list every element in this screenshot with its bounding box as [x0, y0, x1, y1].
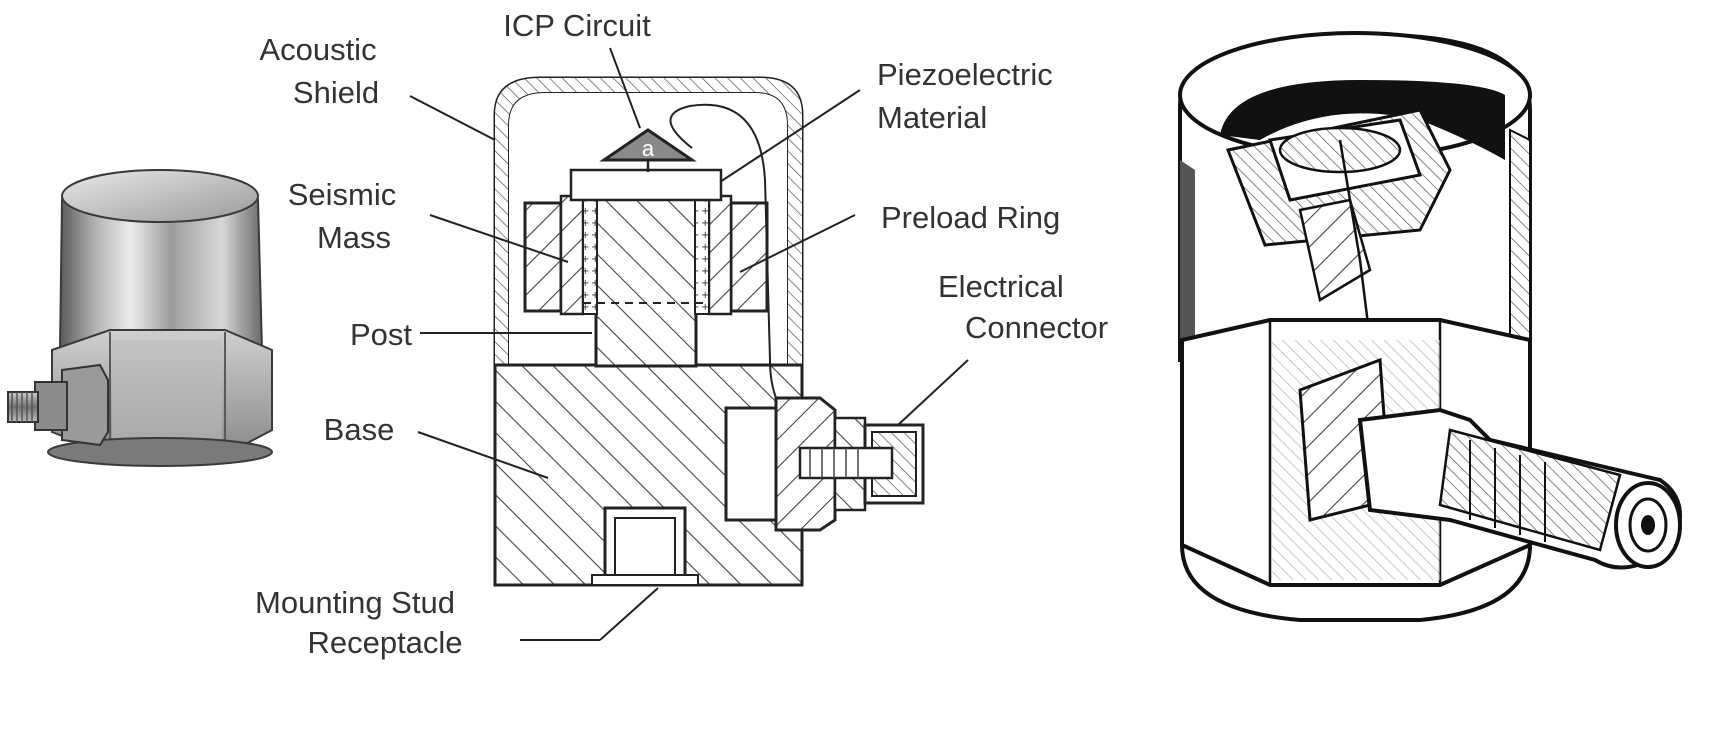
labels: ICP Circuit Acoustic Shield Piezoelectri…: [255, 8, 1108, 660]
label-seismic-mass-line1: Seismic: [288, 177, 397, 212]
connector-cavity: [724, 406, 778, 522]
leader-lines: [409, 47, 969, 641]
cross-section: a: [493, 76, 925, 587]
label-seismic-mass-line2: Mass: [317, 220, 391, 255]
label-piezoelectric-line1: Piezoelectric: [877, 57, 1053, 92]
label-base: Base: [324, 412, 395, 447]
label-mounting-stud-line1: Mounting Stud: [255, 585, 455, 620]
amp-symbol: a: [642, 136, 655, 161]
accelerometer-photo: [7, 168, 273, 467]
post: [594, 184, 698, 368]
cutaway-illustration: [1178, 31, 1682, 622]
piezoelectric-left: [582, 195, 598, 315]
label-icp-circuit: ICP Circuit: [503, 8, 651, 43]
preload-ring-right: [707, 194, 733, 316]
piezoelectric-right: [694, 195, 710, 315]
label-acoustic-shield-line1: Acoustic: [259, 32, 376, 67]
label-mounting-stud-line2: Receptacle: [307, 625, 462, 660]
label-piezoelectric-line2: Material: [877, 100, 987, 135]
label-electrical-connector-line1: Electrical: [938, 269, 1064, 304]
label-preload-ring: Preload Ring: [881, 200, 1060, 235]
label-electrical-connector-line2: Connector: [965, 310, 1108, 345]
label-acoustic-shield-line2: Shield: [293, 75, 379, 110]
label-post: Post: [350, 317, 412, 352]
preload-ring-left: [559, 194, 585, 316]
seismic-mass-right: [729, 201, 769, 313]
